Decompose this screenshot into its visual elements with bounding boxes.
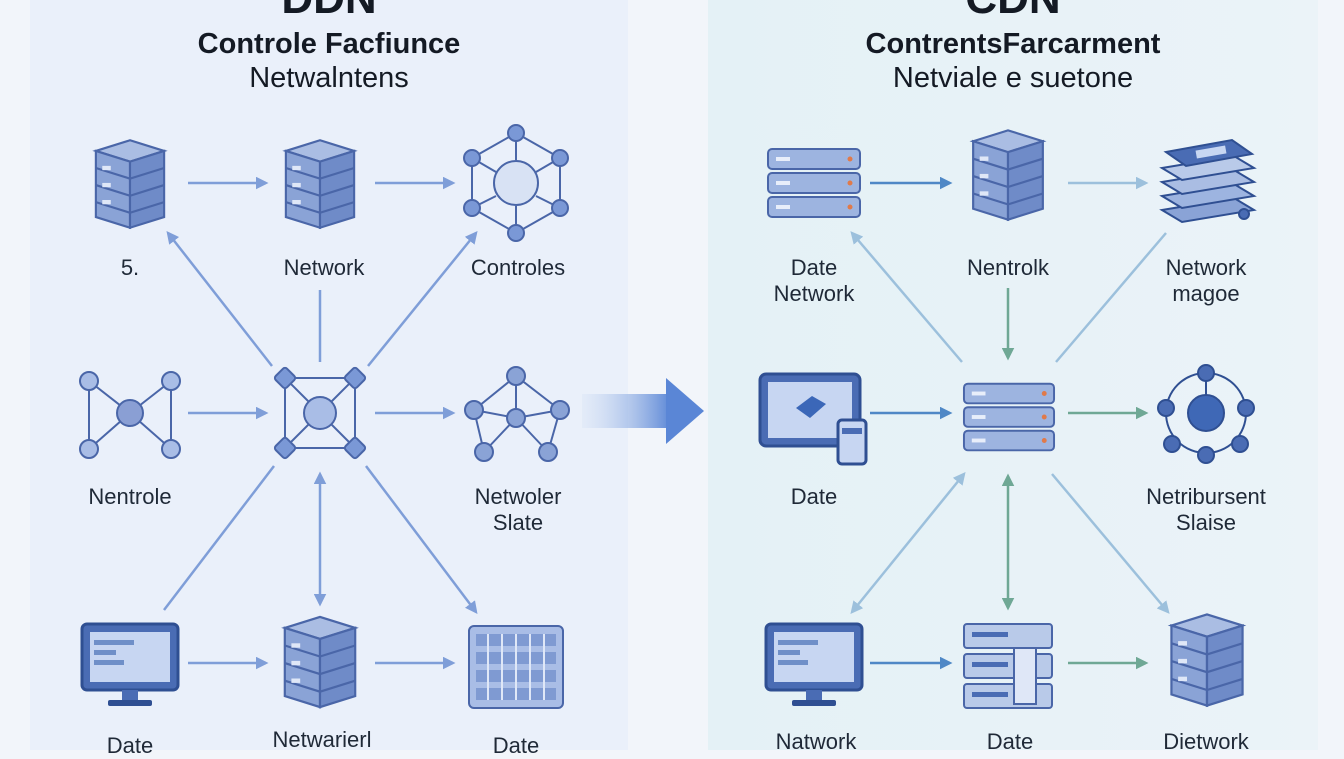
storage-stack-icon: [1159, 138, 1257, 224]
node-label: Network: [283, 255, 365, 280]
node-label: Network magoe: [1106, 255, 1306, 307]
node-label: Date Network: [714, 255, 914, 307]
right-panel-title: ContrentsFarcarment: [865, 28, 1161, 60]
node-label-line: magoe: [1172, 281, 1240, 306]
server-stack-icon: [94, 139, 166, 229]
node-label-line: Date: [790, 255, 838, 280]
node-label: Netribursent Slaise: [1106, 484, 1306, 536]
server-stack-icon: [283, 615, 357, 709]
storage-array-icon: [468, 625, 564, 709]
network-topology-icon: [463, 124, 569, 242]
connector-arrow: [365, 465, 478, 614]
right-connectors: [850, 176, 1170, 670]
file-storage-icon: [963, 623, 1053, 709]
server-rack-icon: [962, 382, 1056, 452]
node-label: Natwork: [775, 729, 857, 754]
connector-arrow: [166, 231, 273, 367]
left-panel-subtitle: Netwalntens: [249, 62, 409, 94]
node-label: Dietwork: [1163, 729, 1249, 754]
connector-arrow: [850, 472, 966, 614]
node-label-line: Slaise: [1176, 510, 1236, 535]
server-rack-icon: [766, 147, 862, 219]
connector-line: [1055, 232, 1167, 363]
right-panel-subtitle: Netviale e suetone: [892, 62, 1134, 94]
node-label: Date: [492, 733, 540, 758]
hub-icon: [273, 366, 367, 460]
node-label-line: Slate: [492, 510, 544, 535]
node-label: Netwoler Slate: [418, 484, 618, 536]
node-label: 5.: [120, 255, 140, 280]
server-stack-icon: [284, 139, 356, 229]
transition-arrow-icon: [582, 378, 704, 444]
node-label: Controles: [470, 255, 566, 280]
connector-arrow: [367, 231, 478, 367]
node-label: Date: [106, 733, 154, 758]
connector-line: [163, 465, 275, 611]
server-stack-icon: [1170, 613, 1244, 707]
node-label-line: Netwoler: [474, 484, 562, 509]
monitor-icon: [764, 622, 864, 708]
left-connectors: [163, 176, 478, 670]
node-label-line: Network: [1165, 255, 1247, 280]
node-label-line: Netribursent: [1146, 484, 1266, 509]
network-topology-icon: [79, 371, 181, 459]
connector-arrow: [850, 231, 963, 363]
node-label: Nentrolk: [967, 255, 1049, 280]
connector-arrow: [1051, 473, 1170, 614]
left-panel-title-top: DDN: [30, 0, 628, 24]
network-topology-icon: [1157, 364, 1255, 464]
monitor-icon: [80, 622, 180, 708]
node-label: Nentrole: [88, 484, 172, 509]
laptop-tablet-icon: [758, 372, 868, 466]
node-label: Date: [790, 484, 838, 509]
network-topology-icon: [464, 366, 570, 462]
node-label-line: Network: [773, 281, 855, 306]
node-label: Netwarierl: [272, 727, 372, 752]
right-panel-title-top: CDN: [708, 0, 1318, 24]
left-panel-title: Controle Facfiunce: [197, 28, 461, 60]
server-stack-icon: [972, 129, 1044, 221]
node-label: Date: [986, 729, 1034, 754]
